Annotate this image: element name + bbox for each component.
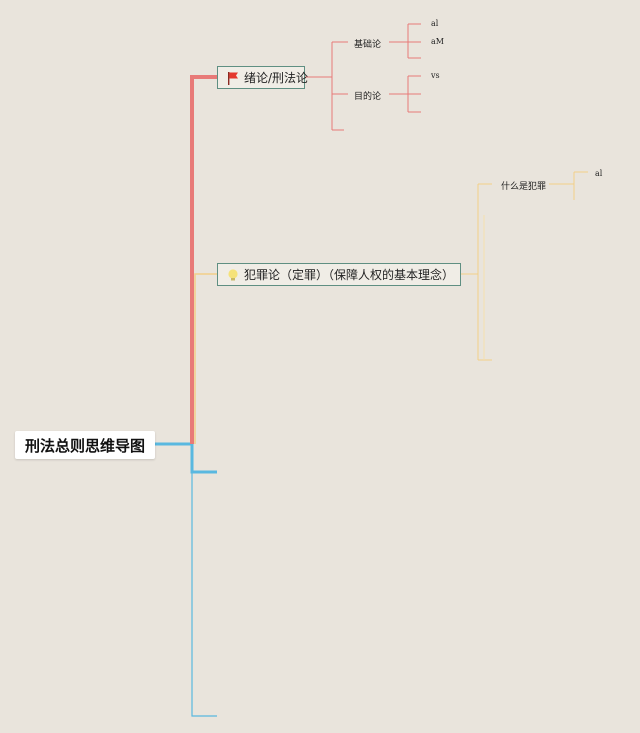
connector-mudilun-leaves [389, 75, 421, 113]
lightbulb-icon [226, 268, 240, 282]
connector-branch2-children [461, 183, 492, 361]
connector-branch3-spine [191, 472, 217, 717]
root-node[interactable]: 刑法总则思维导图 [15, 431, 155, 459]
jichulun-leaf-1[interactable]: al [431, 19, 439, 28]
connector-branch1-children [304, 41, 348, 131]
branch-intro-node[interactable]: 绪论/刑法论 [217, 66, 309, 89]
branch-crime-node[interactable]: 犯罪论（定罪）（保障人权的基本理念） [217, 263, 461, 286]
fanzui-leaf-1[interactable]: al [595, 169, 603, 178]
branch-crime-label: 犯罪论（定罪）（保障人权的基本理念） [244, 268, 455, 282]
mudilun-leaf-1[interactable]: vs [431, 71, 440, 80]
connector-fanzui-leaf [549, 171, 588, 200]
branch-intro-label: 绪论/刑法论 [244, 71, 309, 85]
shenme-shi-fanzui-label[interactable]: 什么是犯罪 [501, 182, 547, 192]
connector-jichulun-leaves [389, 23, 421, 59]
jichulun-leaf-2[interactable]: aM [431, 37, 444, 46]
mudilun-label[interactable]: 目的论 [354, 92, 382, 102]
connector-root-to-branch3 [155, 442, 217, 474]
jichulun-label[interactable]: 基础论 [354, 40, 382, 50]
connector-root-to-branch2 [194, 273, 217, 444]
root-label: 刑法总则思维导图 [24, 436, 145, 455]
flag-icon [226, 71, 240, 85]
connector-root-to-branch1 [190, 75, 217, 444]
